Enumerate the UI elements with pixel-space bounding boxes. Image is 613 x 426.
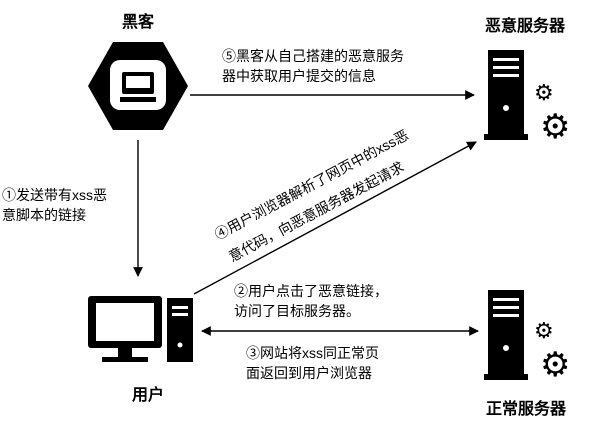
step5-line2: 器中获取用户提交的信息 [222, 68, 376, 84]
server-icon [484, 290, 528, 380]
step1-annotation: ①发送带有xss恶 意脚本的链接 [2, 187, 107, 223]
step5-annotation: ⑤黑客从自己搭建的恶意服务 器中获取用户提交的信息 [222, 48, 404, 84]
gear-icon-small: ⚙ [534, 81, 554, 106]
step3-annotation: ③网站将xss同正常页 面返回到用户浏览器 [246, 345, 379, 381]
normal-server-label: 正常服务器 [486, 399, 567, 418]
step2-annotation: ②用户点击了恶意链接， 访问了目标服务器。 [234, 283, 388, 319]
normal-server-node: ⚙ ⚙ 正常服务器 [484, 290, 570, 418]
step3-line1: ③网站将xss同正常页 [246, 345, 379, 361]
step1-line1: ①发送带有xss恶 [2, 187, 107, 203]
user-node: 用户 [88, 296, 193, 404]
hacker-label: 黑客 [122, 12, 155, 31]
user-label: 用户 [132, 385, 164, 404]
step3-line2: 面返回到用户浏览器 [246, 365, 372, 381]
gear-icon-small: ⚙ [534, 319, 554, 344]
hacker-node: 黑客 [88, 12, 188, 130]
hacker-icon [88, 42, 188, 130]
malicious-server-node: 恶意服务器 ⚙ ⚙ [484, 16, 570, 147]
step2-line1: ②用户点击了恶意链接， [234, 283, 388, 299]
step1-line2: 意脚本的链接 [2, 207, 86, 223]
malicious-server-label: 恶意服务器 [485, 16, 566, 35]
step5-line1: ⑤黑客从自己搭建的恶意服务 [222, 48, 404, 64]
gear-icon-large: ⚙ [540, 345, 570, 385]
computer-icon [88, 296, 193, 362]
step2-line2: 访问了目标服务器。 [234, 303, 360, 319]
gear-icon-large: ⚙ [540, 107, 570, 147]
arrow-step4 [193, 141, 477, 295]
server-icon [484, 50, 528, 140]
step4-annotation: ④用户浏览器解析了网页中的xss恶 意代码，向恶意服务器发起请求 [212, 127, 411, 265]
